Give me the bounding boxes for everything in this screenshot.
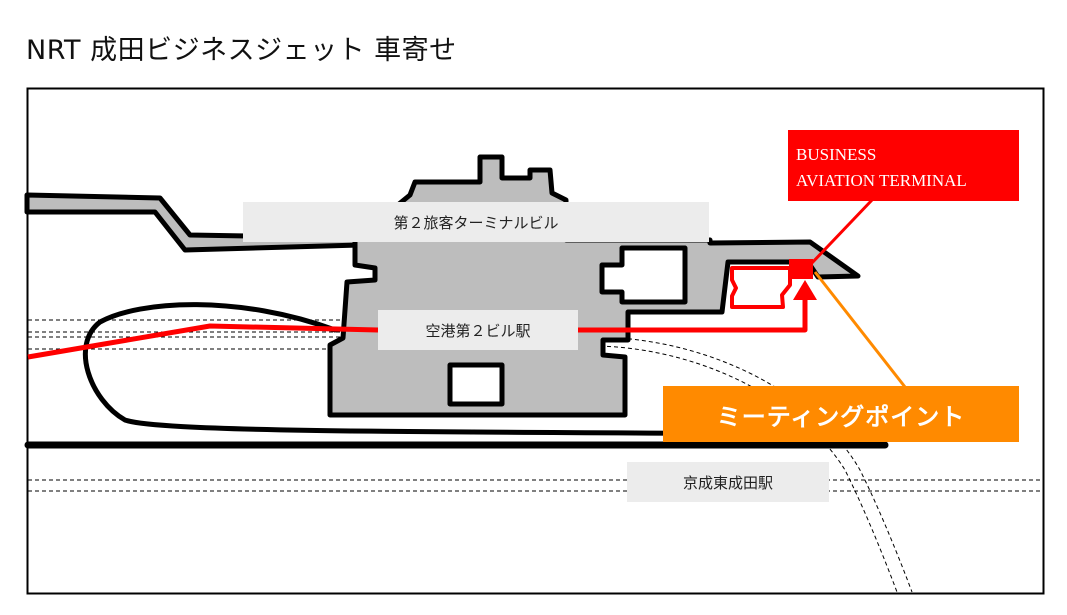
bat-marker: [789, 259, 813, 279]
keisei-station-label: 京成東成田駅: [627, 462, 829, 502]
meeting-point-label: ミーティングポイント: [663, 386, 1019, 442]
terminal2-label: 第２旅客ターミナルビル: [243, 202, 709, 242]
page-title: NRT 成田ビジネスジェット 車寄せ: [26, 35, 457, 66]
business-aviation-terminal-label: BUSINESS AVIATION TERMINAL: [788, 130, 1019, 201]
building-courtyard: [447, 362, 505, 407]
bat-label-line1: BUSINESS: [796, 145, 877, 164]
route-arrow-icon: [793, 280, 817, 300]
meeting-leader-line: [813, 271, 907, 388]
roads: [24, 302, 889, 449]
bat-leader-line: [808, 198, 874, 267]
bat-label-line2: AVIATION TERMINAL: [796, 171, 967, 190]
airport2-station-label: 空港第２ビル駅: [378, 310, 578, 350]
